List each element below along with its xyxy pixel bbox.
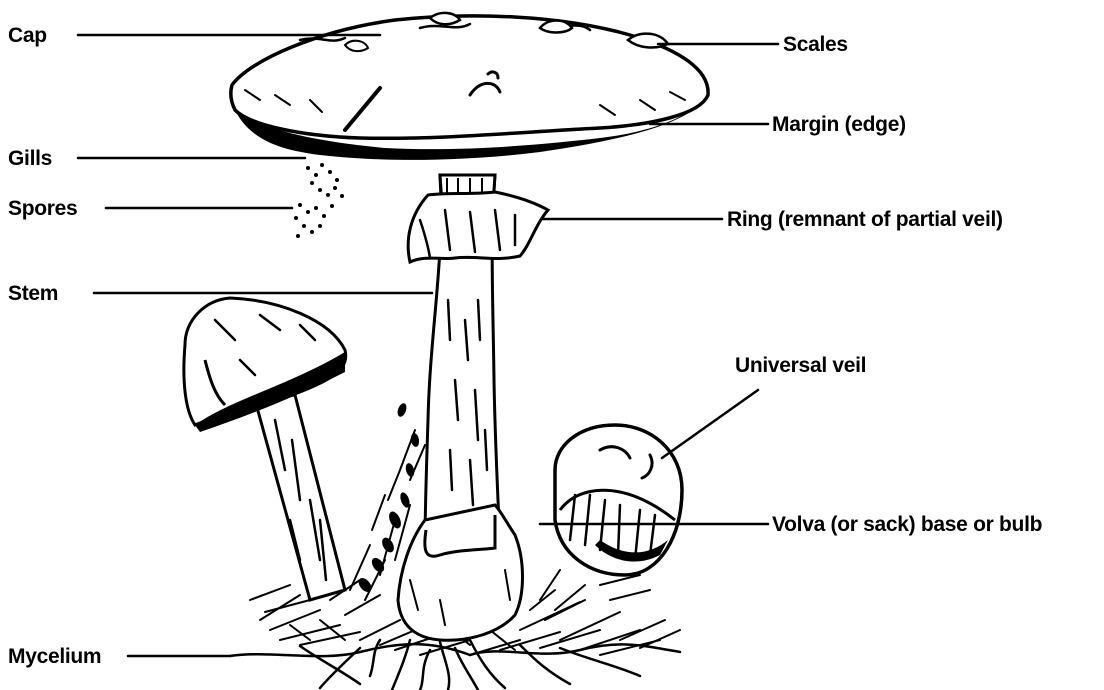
- label-mycelium: Mycelium: [8, 646, 101, 667]
- ring: [408, 192, 548, 262]
- label-scales: Scales: [783, 34, 848, 55]
- spores: [294, 163, 344, 238]
- mycelium-threads: [230, 640, 680, 690]
- label-volva: Volva (or sack) base or bulb: [772, 514, 1042, 535]
- young-mushroom: [184, 298, 346, 600]
- label-cap: Cap: [8, 25, 47, 46]
- universal-veil-leader: [662, 390, 758, 458]
- label-spores: Spores: [8, 198, 77, 219]
- label-stem: Stem: [8, 283, 58, 304]
- label-margin: Margin (edge): [772, 114, 906, 135]
- label-ring: Ring (remnant of partial veil): [727, 209, 1003, 230]
- label-gills: Gills: [8, 148, 52, 169]
- volva-base: [398, 505, 523, 640]
- egg-bulb: [555, 425, 682, 575]
- label-universal-veil: Universal veil: [735, 355, 866, 376]
